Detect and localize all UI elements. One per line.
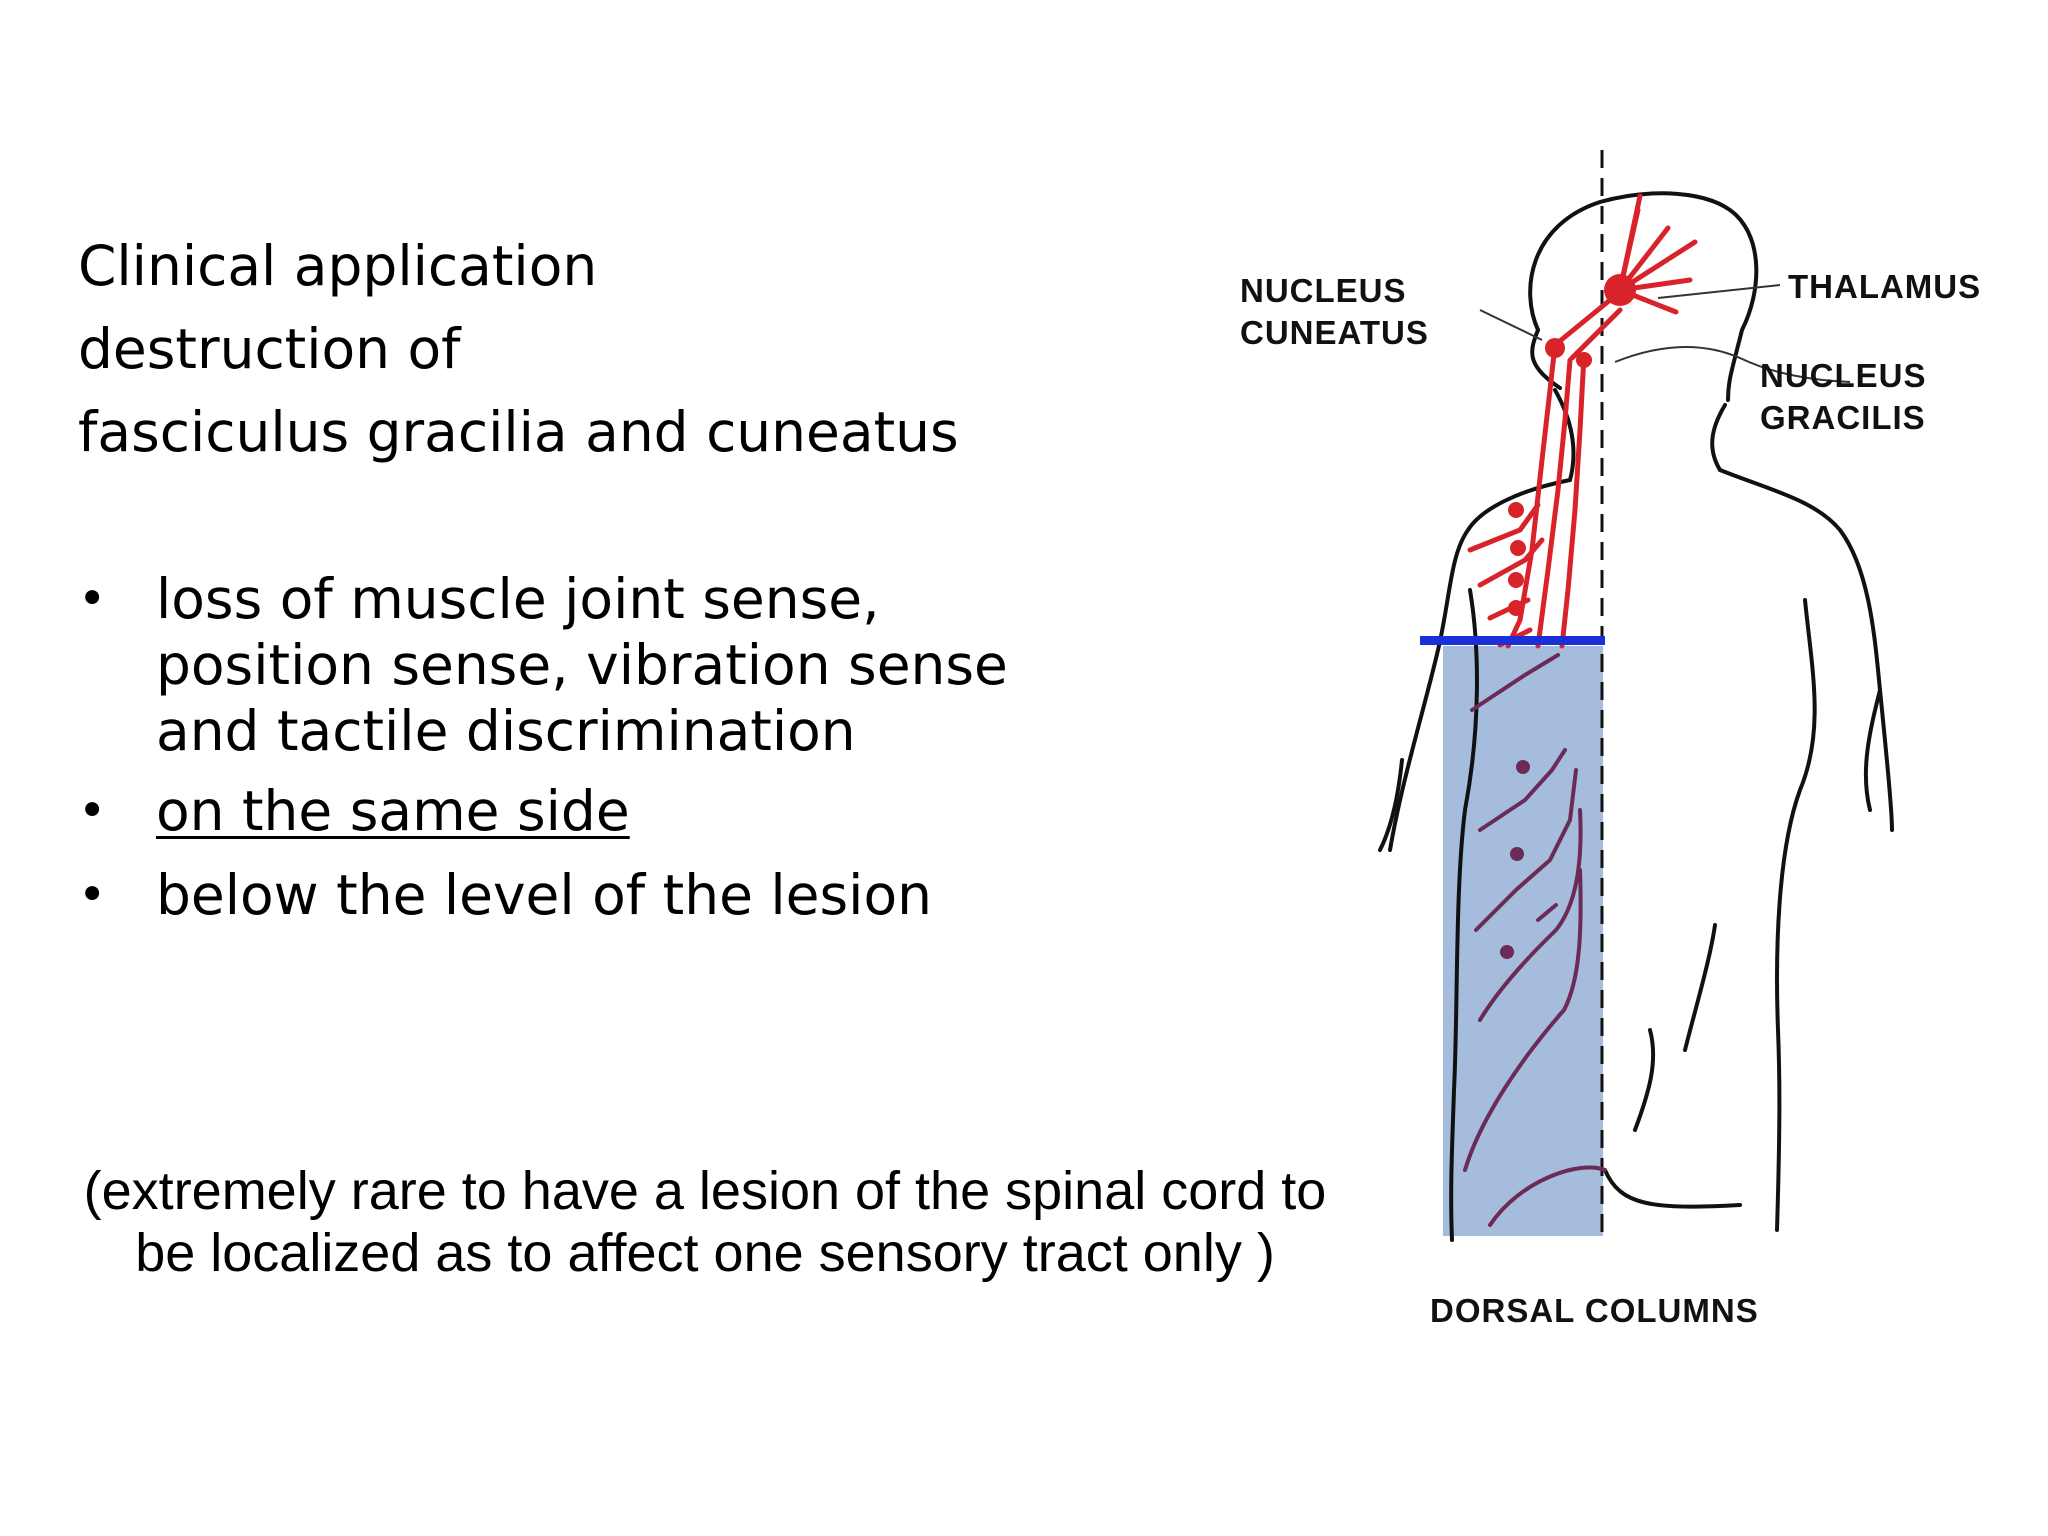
affected-region — [1443, 646, 1603, 1236]
bullet-dot: • — [78, 783, 107, 839]
bullet-text: loss of muscle joint sense, position sen… — [156, 567, 1008, 763]
label-leaders — [1479, 284, 1851, 383]
label-line: NUCLEUS — [1240, 272, 1407, 309]
footnote-line-1: (extremely rare to have a lesion of the … — [83, 1161, 1327, 1221]
slide-heading: Clinical application destruction of fasc… — [78, 225, 1078, 474]
heading-line-2: destruction of — [78, 317, 461, 381]
affected-pathway — [1463, 653, 1607, 1227]
bullet-item: • loss of muscle joint sense, position s… — [78, 566, 1078, 764]
dorsal-column-pathway — [1467, 193, 1698, 649]
body-outline — [1378, 191, 1894, 1242]
label-nucleus-cuneatus: NUCLEUS CUNEATUS — [1240, 270, 1429, 354]
bullet-dot: • — [78, 867, 107, 923]
label-dorsal-columns: DORSAL COLUMNS — [1430, 1290, 1759, 1332]
label-line: THALAMUS — [1788, 268, 1982, 305]
label-nucleus-gracilis: NUCLEUS GRACILIS — [1760, 355, 1927, 439]
neuron-bodies — [1508, 274, 1636, 616]
label-line: NUCLEUS — [1760, 357, 1927, 394]
label-line: DORSAL COLUMNS — [1430, 1292, 1759, 1329]
heading-line-1: Clinical application — [78, 234, 598, 298]
label-thalamus: THALAMUS — [1788, 266, 1981, 308]
heading-line-3: fasciculus gracilia and cuneatus — [78, 400, 959, 464]
label-line: GRACILIS — [1760, 399, 1926, 436]
bullet-text-underlined: on the same side — [156, 779, 630, 843]
dorsal-column-diagram: NUCLEUS CUNEATUS THALAMUS NUCLEUS GRACIL… — [1180, 130, 2048, 1380]
body-figure — [1378, 150, 1894, 1242]
lesion-level-line — [1420, 636, 1605, 645]
bullet-item: • on the same side — [78, 778, 1078, 844]
bullet-text: below the level of the lesion — [156, 863, 932, 927]
footnote: (extremely rare to have a lesion of the … — [30, 1160, 1380, 1284]
bullet-item: • below the level of the lesion — [78, 862, 1078, 928]
bullet-list: • loss of muscle joint sense, position s… — [78, 566, 1078, 928]
label-line: CUNEATUS — [1240, 314, 1429, 351]
bullet-dot: • — [78, 571, 107, 627]
footnote-line-2: be localized as to affect one sensory tr… — [135, 1223, 1275, 1283]
affected-neuron-bodies — [1500, 760, 1530, 959]
